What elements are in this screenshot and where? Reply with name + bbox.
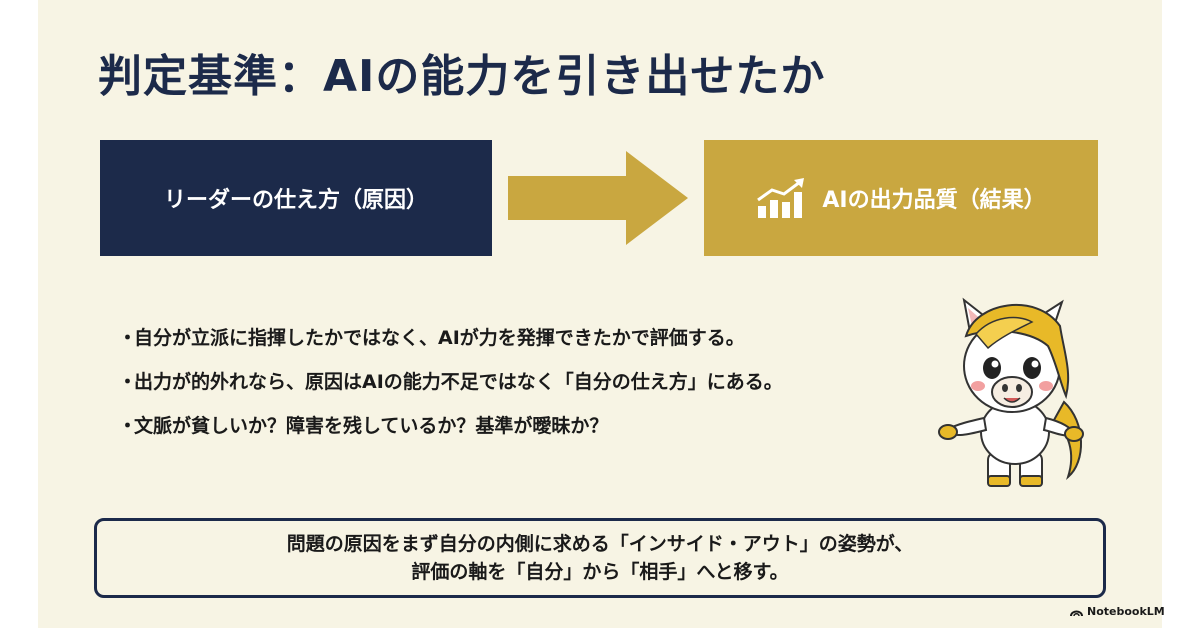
summary-box: 問題の原因をまず自分の内側に求める「インサイド・アウト」の姿勢が、 評価の軸を「… [94, 518, 1106, 598]
bullet-text: 文脈が貧しいか？障害を残しているか？基準が曖昧か？ [134, 415, 609, 437]
bullet-item: ・出力が的外れなら、原因はAIの能力不足ではなく「自分の仕え方」にある。 [118, 360, 783, 404]
slide: 判定基準：AIの能力を引き出せたか リーダーの仕え方（原因） AIの出力品質（結… [38, 0, 1165, 628]
growth-chart-icon [757, 178, 805, 218]
bullet-marker: ・ [118, 415, 138, 437]
bullet-marker: ・ [118, 371, 138, 393]
cause-box: リーダーの仕え方（原因） [100, 140, 492, 256]
bullet-marker: ・ [118, 327, 138, 349]
brand-label: NotebookLM [1087, 605, 1165, 618]
bullet-list: ・自分が立派に指揮したかではなく、AIが力を発揮できたかで評価する。 ・出力が的… [118, 316, 783, 448]
bullet-text: 自分が立派に指揮したかではなく、AIが力を発揮できたかで評価する。 [134, 327, 745, 349]
right-arrow-icon [508, 151, 688, 245]
bullet-text: 出力が的外れなら、原因はAIの能力不足ではなく「自分の仕え方」にある。 [134, 371, 783, 393]
slide-title: 判定基準：AIの能力を引き出せたか [98, 51, 826, 102]
brand-mark: NotebookLM [1070, 605, 1165, 618]
result-box: AIの出力品質（結果） [704, 140, 1098, 256]
summary-line-1: 問題の原因をまず自分の内側に求める「インサイド・アウト」の姿勢が、 [286, 533, 914, 555]
result-label: AIの出力品質（結果） [822, 188, 1046, 213]
summary-line-2: 評価の軸を「自分」から「相手」へと移す。 [411, 561, 789, 583]
bullet-item: ・自分が立派に指揮したかではなく、AIが力を発揮できたかで評価する。 [118, 316, 783, 360]
bullet-item: ・文脈が貧しいか？障害を残しているか？基準が曖昧か？ [118, 404, 783, 448]
notebooklm-logo-icon [1070, 610, 1083, 616]
pony-mascot [938, 297, 1084, 487]
cause-label: リーダーの仕え方（原因） [163, 188, 428, 213]
